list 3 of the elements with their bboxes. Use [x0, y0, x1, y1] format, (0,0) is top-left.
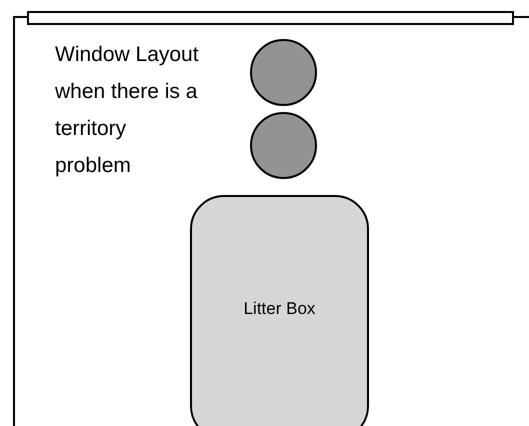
title: Window Layout when there is a territory problem — [55, 42, 200, 179]
box-label: Litter Box — [244, 298, 316, 318]
litter-box — [190, 195, 369, 426]
